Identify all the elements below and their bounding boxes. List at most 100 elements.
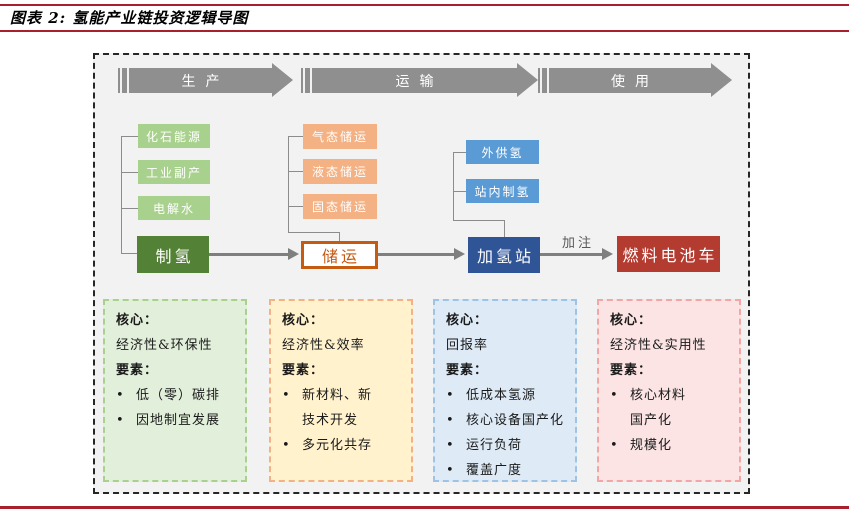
bracket-line (339, 232, 340, 241)
figure-caption: 图表 2: 氢能产业链投资逻辑导图 (10, 9, 249, 27)
bullet-text: 覆盖广度 (466, 463, 523, 478)
bracket-line (453, 191, 466, 192)
stage-arrow-stripe (122, 68, 127, 93)
panel-core-value: 经济性&环保性 (116, 338, 213, 353)
bracket-line (288, 206, 303, 207)
stage-arrow-stripe (305, 68, 310, 93)
title-bottom-rule (0, 30, 849, 32)
bullet-text: 运行负荷 (466, 438, 523, 453)
source-box-liquid-storage: 液态储运 (303, 159, 377, 184)
bullet-dot-icon: • (446, 463, 454, 478)
bullet-dot-icon: • (282, 388, 290, 403)
panel-elements-label: 要素： (446, 363, 489, 378)
stage-arrow-use: 使用 (549, 68, 711, 93)
node-hydrogen-production: 制氢 (137, 236, 209, 273)
panel-bullet: • 规模化 (610, 433, 728, 458)
bullet-dot-icon: • (446, 388, 454, 403)
bullet-dot-icon: • (282, 438, 290, 453)
panel-elements-label: 要素： (610, 363, 653, 378)
panel-elements-label: 要素： (282, 363, 325, 378)
source-box-water-electrolysis: 电解水 (138, 196, 210, 220)
stage-arrow-stripe (542, 68, 547, 93)
bullet-dot-icon: • (116, 413, 124, 428)
bullet-text: 低（零）碳排 (136, 388, 221, 403)
panel-core-label: 核心： (610, 313, 653, 328)
source-box-fossil-energy: 化石能源 (138, 124, 210, 148)
bracket-line (121, 253, 137, 254)
bracket-line (121, 172, 138, 173)
bracket-line (453, 152, 466, 153)
source-box-onsite-production: 站内制氢 (466, 179, 539, 203)
panel-bullet: • 核心设备国产化 (446, 408, 564, 433)
panel-core-label: 核心： (116, 313, 159, 328)
node-storage-transport: 储运 (301, 241, 378, 269)
bullet-text: 规模化 (630, 438, 673, 453)
bullet-text: 低成本氢源 (466, 388, 537, 403)
bracket-line (288, 136, 289, 232)
panel-bullet: • 多元化共存 (282, 433, 400, 458)
panel-bullet: • 覆盖广度 (446, 458, 564, 483)
flow-arrow-line (540, 253, 603, 256)
panel-bullet: • 低（零）碳排 (116, 383, 234, 408)
bullet-dot-icon: • (610, 438, 618, 453)
source-box-solid-storage: 固态储运 (303, 194, 377, 219)
source-box-gaseous-storage: 气态储运 (303, 124, 377, 149)
node-fuel-cell-vehicle: 燃料电池车 (617, 236, 720, 272)
flow-arrow-head (454, 248, 465, 260)
flow-arrow-head (288, 248, 299, 260)
panel-bullet: • 因地制宜发展 (116, 408, 234, 433)
bracket-line (288, 232, 340, 233)
panel-core-label: 核心： (446, 313, 489, 328)
panel-core-value: 经济性&效率 (282, 338, 365, 353)
bracket-line (453, 152, 454, 220)
bullet-dot-icon: • (446, 413, 454, 428)
bracket-line (121, 136, 138, 137)
panel-bullet: • 新材料、新 技术开发 (282, 383, 400, 433)
panel-elements-label: 要素： (116, 363, 159, 378)
panel-refueling-logic: 核心： 回报率 要素： • 低成本氢源 • 核心设备国产化 • 运行负荷 • 覆… (433, 299, 577, 482)
bullet-dot-icon: • (446, 438, 454, 453)
stage-arrow-stripe (538, 68, 540, 93)
stage-label-use: 使用 (611, 73, 659, 90)
source-box-external-hydrogen: 外供氢 (466, 140, 539, 164)
stage-label-production: 生产 (181, 73, 230, 90)
title-top-rule (0, 4, 849, 6)
bracket-line (288, 171, 303, 172)
page-bottom-rule (0, 506, 849, 509)
flow-arrow-line (209, 253, 290, 256)
stage-arrow-head (711, 63, 732, 97)
panel-core-value: 经济性&实用性 (610, 338, 707, 353)
bullet-text: 核心设备国产化 (466, 413, 565, 428)
panel-storage-logic: 核心： 经济性&效率 要素： • 新材料、新 技术开发 • 多元化共存 (269, 299, 413, 482)
node-refueling-station: 加氢站 (468, 237, 540, 273)
panel-vehicle-logic: 核心： 经济性&实用性 要素： • 核心材料 国产化 • 规模化 (597, 299, 741, 482)
bullet-text: 新材料、新 技术开发 (302, 388, 373, 428)
bracket-line (121, 208, 138, 209)
panel-production-logic: 核心： 经济性&环保性 要素： • 低（零）碳排 • 因地制宜发展 (103, 299, 247, 482)
bullet-text: 多元化共存 (302, 438, 373, 453)
bullet-text: 因地制宜发展 (136, 413, 221, 428)
stage-label-transport: 运输 (395, 73, 444, 90)
source-box-industrial-byproduct: 工业副产 (138, 160, 210, 184)
flow-arrow-head (602, 248, 613, 260)
bracket-line (504, 220, 505, 237)
panel-bullet: • 运行负荷 (446, 433, 564, 458)
bracket-line (288, 136, 303, 137)
stage-arrow-stripe (301, 68, 303, 93)
stage-arrow-head (272, 63, 293, 97)
bracket-line (453, 220, 504, 221)
flow-arrow-line (378, 253, 455, 256)
stage-arrow-stripe (118, 68, 120, 93)
bracket-line (121, 136, 122, 254)
bullet-dot-icon: • (116, 388, 124, 403)
panel-core-label: 核心： (282, 313, 325, 328)
stage-arrow-head (517, 63, 538, 97)
flow-arrow-label-refuel: 加注 (561, 236, 594, 251)
stage-arrow-transport: 运输 (312, 68, 517, 93)
bullet-dot-icon: • (610, 388, 618, 403)
panel-bullet: • 核心材料 国产化 (610, 383, 728, 433)
bullet-text: 核心材料 国产化 (630, 388, 687, 428)
stage-arrow-production: 生产 (129, 68, 272, 93)
panel-core-value: 回报率 (446, 338, 489, 353)
